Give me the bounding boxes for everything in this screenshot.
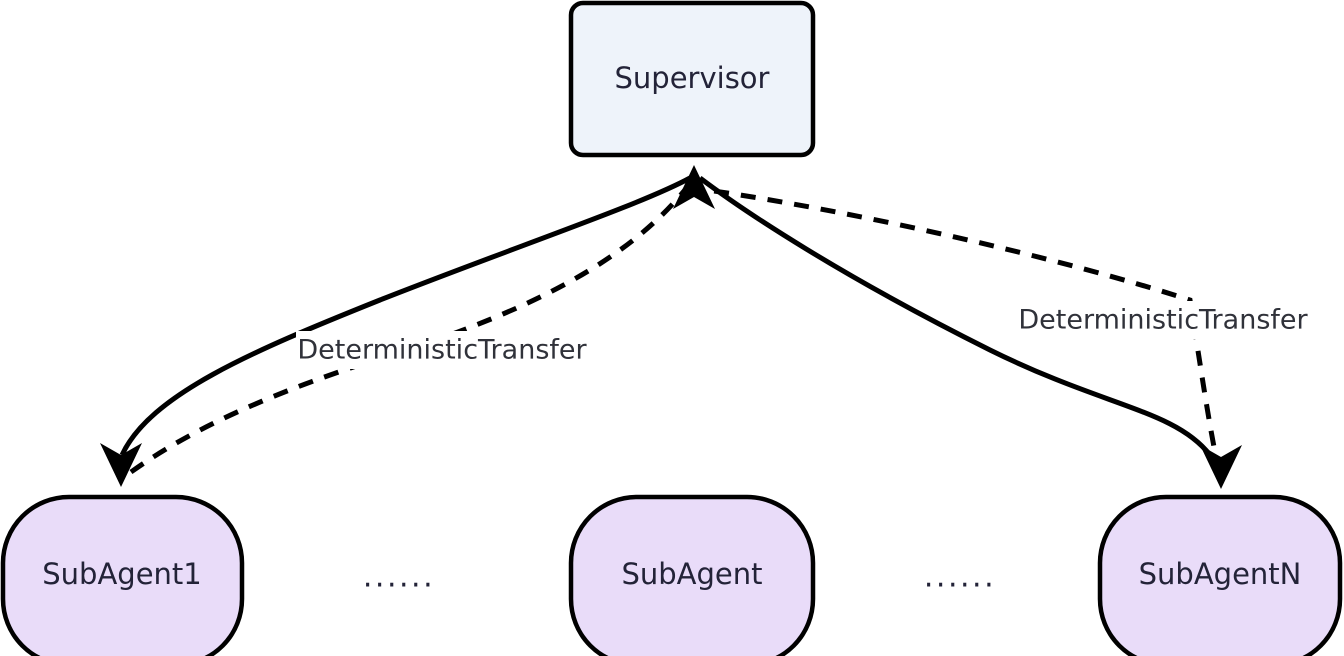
arrowhead-down-subagentN: [1200, 445, 1242, 489]
arrowhead-up-supervisor: [673, 165, 715, 209]
node-supervisor-label: Supervisor: [615, 61, 770, 95]
node-subagentN-shape: [1097, 494, 1343, 656]
edge-subagentN-to-supervisor-path: [706, 187, 1222, 473]
ellipsis-left: ......: [363, 560, 435, 595]
edge-label-left-mask: [296, 331, 588, 369]
arrowhead-down-subagent1: [100, 443, 142, 487]
edge-subagent1-to-supervisor-path: [129, 184, 690, 475]
edge-label-left-text: DeterministicTransfer: [297, 335, 587, 366]
node-subagent1-shape: [0, 494, 245, 656]
edge-label-right: DeterministicTransfer: [1018, 301, 1310, 339]
edge-supervisor-to-subagent1[interactable]: [100, 175, 692, 487]
node-supervisor[interactable]: Supervisor: [568, 0, 816, 158]
node-subagent1-label: SubAgent1: [42, 557, 202, 591]
edge-subagentN-to-supervisor[interactable]: [706, 187, 1222, 473]
edge-supervisor-to-subagentN[interactable]: [698, 176, 1242, 489]
edge-supervisor-to-subagentN-path: [698, 176, 1212, 457]
node-subagent-label: SubAgent: [621, 557, 762, 591]
node-supervisor-shape: [568, 0, 816, 158]
edge-supervisor-to-subagent1-path: [119, 175, 692, 457]
ellipsis-right: ......: [924, 560, 996, 595]
node-subagent[interactable]: SubAgent: [568, 494, 816, 656]
node-subagent1[interactable]: SubAgent1: [0, 494, 245, 656]
edge-label-right-mask: [1018, 301, 1310, 339]
node-subagent-shape: [568, 494, 816, 656]
node-subagentN[interactable]: SubAgentN: [1097, 494, 1343, 656]
edge-subagent1-to-supervisor[interactable]: [129, 184, 690, 475]
edge-label-left: DeterministicTransfer: [296, 331, 588, 369]
edge-label-right-text: DeterministicTransfer: [1018, 305, 1308, 336]
node-subagentN-label: SubAgentN: [1139, 557, 1302, 591]
